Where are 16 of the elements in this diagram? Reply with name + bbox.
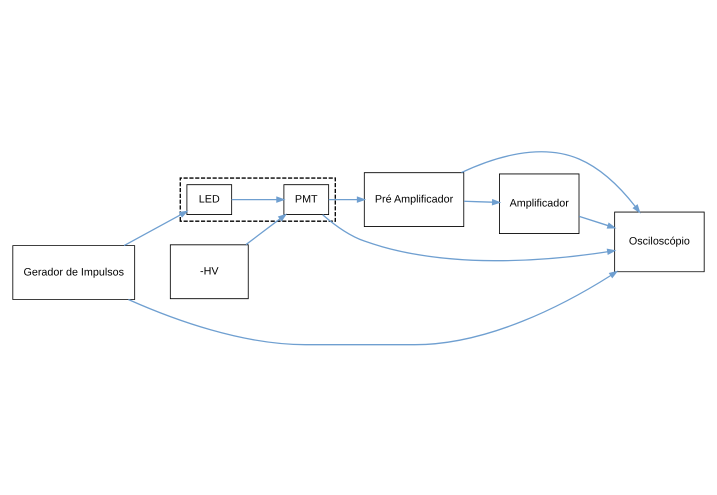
arrow	[328, 196, 366, 202]
node-box: LED	[186, 184, 232, 214]
arrow	[578, 215, 616, 228]
arrow	[322, 214, 616, 261]
arrow	[128, 270, 618, 345]
arrow	[124, 210, 189, 246]
node-box: Osciloscópio	[614, 211, 705, 272]
arrow	[464, 198, 502, 205]
node-box: Amplificador	[499, 173, 580, 234]
arrow	[245, 212, 288, 245]
arrow	[232, 196, 286, 202]
node-box: PMT	[283, 184, 330, 214]
arrow	[461, 150, 641, 214]
node-box: Gerador de Impulsos	[12, 244, 136, 300]
node-box: Pré Amplificador	[364, 172, 464, 226]
node-box: -HV	[170, 244, 249, 299]
